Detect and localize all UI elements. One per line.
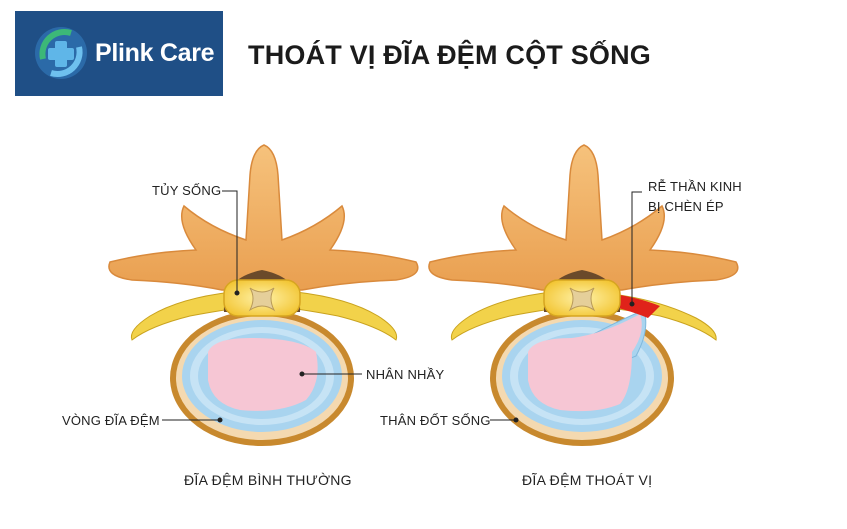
annulus-label: VÒNG ĐĨA ĐỆM [62,413,160,428]
nerve-root-label-line2: BỊ CHÈN ÉP [648,199,724,214]
brand-logo: Plink Care [15,11,223,96]
nerve-root-label-line1: RỄ THẦN KINH [648,179,742,194]
herniated-vertebra [428,144,739,446]
leader-lines [162,190,642,423]
medical-cross-icon [35,27,87,79]
normal-vertebra [108,144,419,446]
herniated-disc-caption: ĐĨA ĐỆM THOÁT VỊ [522,472,653,488]
spinal-cord-label: TỦY SỐNG [152,183,222,198]
nucleus-label: NHÂN NHẦY [366,367,445,382]
page-title: THOÁT VỊ ĐĨA ĐỆM CỘT SỐNG [248,40,651,70]
vertebral-body-label: THÂN ĐỐT SỐNG [380,413,491,428]
normal-disc-caption: ĐĨA ĐỆM BÌNH THƯỜNG [184,472,352,488]
brand-name: Plink Care [95,39,215,67]
